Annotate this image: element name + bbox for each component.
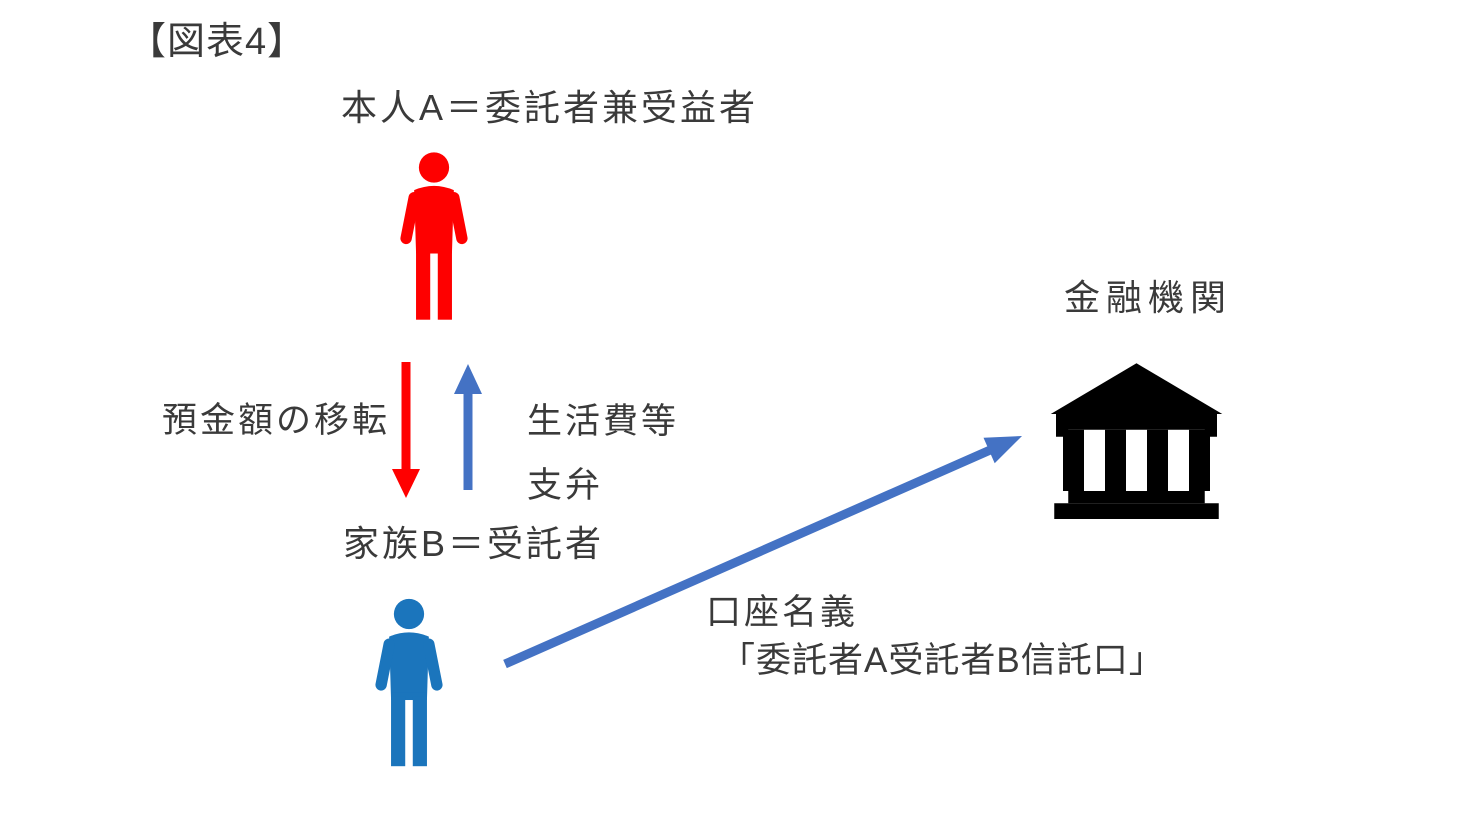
- bank-building-icon: [1050, 363, 1223, 519]
- person-a-label: 本人A＝委託者兼受益者: [341, 87, 759, 128]
- person-b-icon: [375, 598, 443, 767]
- trust-account-arrow-icon: [503, 436, 1022, 669]
- deposit-transfer-arrow-down-icon: [392, 362, 420, 498]
- account-name-label-line1: 口座名義: [706, 593, 859, 632]
- figure-title: 【図表4】: [128, 21, 307, 63]
- living-expenses-arrow-up-icon: [454, 364, 482, 490]
- bank-glyph: [1050, 363, 1223, 519]
- living-expenses-label-line2: 支弁: [527, 466, 604, 505]
- person-a-glyph: [400, 152, 468, 320]
- person-b-glyph: [375, 598, 443, 767]
- deposit-transfer-label: 預金額の移転: [162, 401, 391, 440]
- living-expenses-label-line1: 生活費等: [527, 402, 680, 441]
- person-b-label: 家族B＝受託者: [343, 523, 605, 564]
- bank-label: 金融機関: [1064, 277, 1233, 318]
- account-name-label-line2: 「委託者A受託者B信託口」: [720, 641, 1165, 680]
- person-a-icon: [400, 152, 468, 320]
